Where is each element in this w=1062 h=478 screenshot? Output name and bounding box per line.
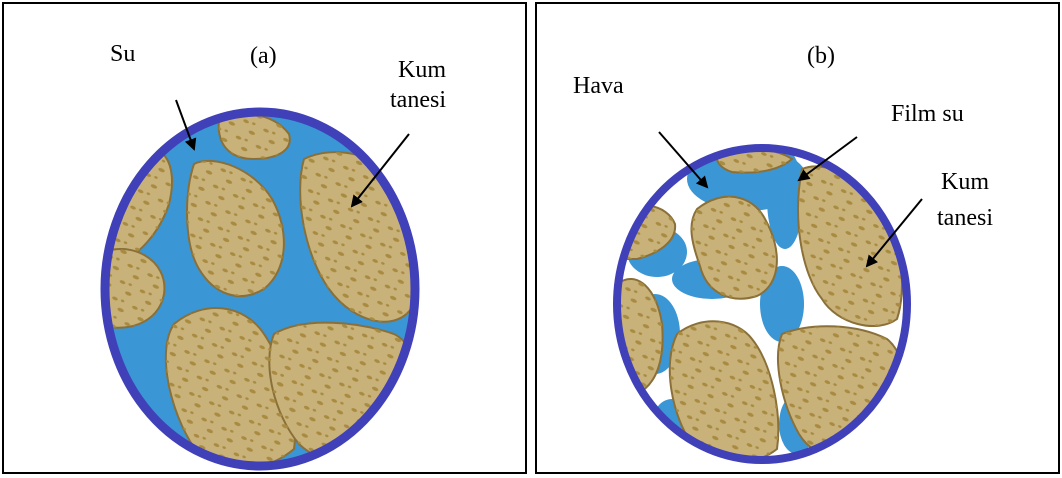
panel-saturated: Su (a) Kum tanesi xyxy=(2,2,527,474)
panel-b-tag: (b) xyxy=(807,42,835,71)
grain-label-line2: tanesi xyxy=(937,204,993,233)
panel-a-tag: (a) xyxy=(250,42,277,71)
panel-unsaturated: (b) Hava Film su Kum tanesi xyxy=(535,2,1060,474)
grain-label-line1: Kum xyxy=(398,56,446,85)
grain-label-line2: tanesi xyxy=(390,86,446,115)
air-label: Hava xyxy=(573,72,624,101)
saturated-soil-figure xyxy=(4,4,525,472)
film-water-label: Film su xyxy=(891,100,964,129)
grain-label-line1: Kum xyxy=(941,168,989,197)
water-label: Su xyxy=(110,40,135,69)
